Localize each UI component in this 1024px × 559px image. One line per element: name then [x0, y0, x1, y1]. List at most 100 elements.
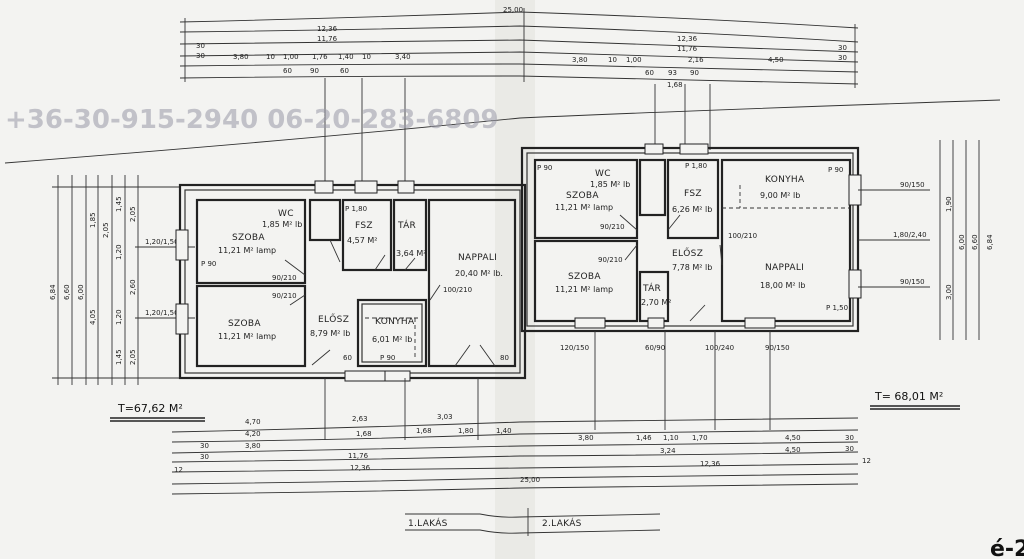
- window-size: 1,20/1,50: [145, 309, 179, 317]
- dim: 4,50: [785, 434, 801, 442]
- door-size: 100/210: [443, 286, 472, 294]
- dim: 12,36: [350, 464, 371, 472]
- dim: 12,36: [700, 460, 721, 468]
- room-area: 11,21 M² lamp: [218, 246, 276, 255]
- door-size: 90/210: [272, 292, 297, 300]
- dim: 90: [690, 69, 699, 77]
- dim: 30: [845, 434, 854, 442]
- room-name: KONYHA: [375, 317, 415, 327]
- dim: 12,36: [677, 35, 698, 43]
- room-name: SZOBA: [568, 272, 601, 282]
- dim: 4,20: [245, 430, 261, 438]
- room-area: 4,57 M²: [347, 236, 377, 245]
- dim: 90: [310, 67, 319, 75]
- dim: 3,80: [245, 442, 261, 450]
- dim: 6,60: [63, 284, 71, 300]
- window-size: 90/150: [765, 344, 790, 352]
- dim: 12: [174, 466, 183, 474]
- sheet-mark: é-2: [990, 537, 1024, 559]
- window-size: 100/240: [705, 344, 734, 352]
- room-area: 2,70 M²: [641, 298, 671, 307]
- window-mark: P 1,50: [826, 304, 848, 312]
- dim: 1,80: [458, 427, 474, 435]
- dim: 10: [266, 53, 275, 61]
- dim: 12: [862, 457, 871, 465]
- door-size: 90/210: [272, 274, 297, 282]
- dim: 1,40: [338, 53, 354, 61]
- dim: 30: [196, 42, 205, 50]
- dim: 1,76: [312, 53, 328, 61]
- top-dimension-lines: [179, 8, 859, 190]
- dim: 2,16: [688, 56, 704, 64]
- dim: 1,20: [115, 309, 123, 325]
- window-mark: P 1,80: [345, 205, 367, 213]
- room-name: TÁR: [642, 282, 661, 294]
- window-size: 60/90: [645, 344, 665, 352]
- window-size: 1,20/1,50: [145, 238, 179, 246]
- dim: 1,85: [89, 212, 97, 228]
- dim: 2,60: [129, 279, 137, 295]
- watermark: +36-30-915-2940 06-20-283-6809: [5, 105, 499, 135]
- dim: 60: [340, 67, 349, 75]
- room-name: SZOBA: [228, 319, 261, 329]
- dim: 11,76: [317, 35, 338, 43]
- room-name: WC: [595, 169, 611, 179]
- dim: 11,76: [677, 45, 698, 53]
- window-size: 120/150: [560, 344, 589, 352]
- dim: 1,80/2,40: [893, 231, 927, 239]
- section-line: [4, 99, 1001, 164]
- dim: 90/150: [900, 181, 925, 189]
- dim: 2,05: [129, 349, 137, 365]
- dim: 3,03: [437, 413, 453, 421]
- dim: 1,20: [115, 244, 123, 260]
- dim: 6,60: [971, 234, 979, 250]
- window-mark: P 90: [201, 260, 216, 268]
- dim: 1,70: [692, 434, 708, 442]
- dim: 1,10: [663, 434, 679, 442]
- left-dimension-lines: [52, 175, 195, 385]
- room-area: 1,85 M² lb: [262, 220, 302, 229]
- room-name: TÁR: [397, 219, 416, 231]
- window-mark: P 90: [828, 166, 843, 174]
- unit-1-total-area: T=67,62 M²: [117, 402, 183, 415]
- dim: 30: [845, 445, 854, 453]
- dim: 90/150: [900, 278, 925, 286]
- dim: 4,70: [245, 418, 261, 426]
- room-name: ELŐSZ: [318, 314, 349, 325]
- room-name: SZOBA: [566, 191, 599, 201]
- dim: 2,05: [129, 206, 137, 222]
- unit-2-walls: [520, 143, 862, 333]
- dim: 4,50: [768, 56, 784, 64]
- unit-label-2: 2.LAKÁS: [542, 517, 582, 529]
- window-mark: 60: [343, 354, 352, 362]
- dim: 10: [608, 56, 617, 64]
- dim: 1,46: [636, 434, 652, 442]
- dim: 10: [362, 53, 371, 61]
- dim: 3,80: [233, 53, 249, 61]
- room-name: FSZ: [355, 221, 373, 231]
- dim: 3,00: [945, 284, 953, 300]
- dim: 30: [196, 52, 205, 60]
- dim: 60: [283, 67, 292, 75]
- room-area: 8,79 M² lb: [310, 329, 350, 338]
- room-area: 6,26 M² lb: [672, 205, 712, 214]
- dim: 1,45: [115, 196, 123, 212]
- total-width-bottom: 25,00: [520, 476, 540, 484]
- room-area: 1,85 M² lb: [590, 180, 630, 189]
- dim: 11,76: [348, 452, 369, 460]
- room-area: 20,40 M² lb.: [455, 269, 503, 278]
- bottom-dimension-lines: [171, 331, 859, 495]
- room-area: 11,21 M² lamp: [555, 285, 613, 294]
- dim: 2,05: [102, 222, 110, 238]
- window-mark: P 90: [537, 164, 552, 172]
- dim: 1,00: [283, 53, 299, 61]
- dim: 3,40: [395, 53, 411, 61]
- dim: 3,80: [572, 56, 588, 64]
- dim: 6,00: [958, 234, 966, 250]
- dim: 30: [200, 442, 209, 450]
- dim: 2,63: [352, 415, 368, 423]
- room-name: NAPPALI: [458, 253, 497, 263]
- dim: 30: [838, 44, 847, 52]
- dim: 1,68: [416, 427, 432, 435]
- dim: 1,68: [667, 81, 683, 89]
